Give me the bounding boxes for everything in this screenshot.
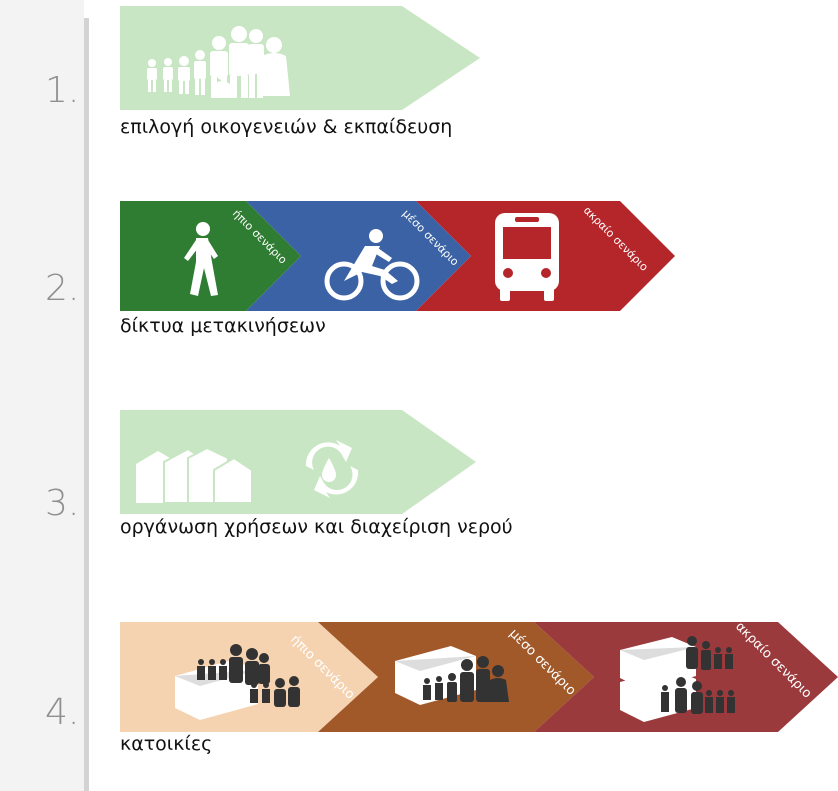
step-3-chevron bbox=[120, 410, 476, 514]
step-number-4: 4. bbox=[45, 692, 80, 733]
pedestrian-icon bbox=[184, 222, 218, 296]
step-4-caption: κατοικίες bbox=[120, 733, 212, 755]
step-1-chevron bbox=[120, 6, 480, 110]
step-4-chevrons: ήπιο σενάριο μέσο σενάριο ακραίο σενάριο bbox=[120, 619, 838, 732]
step-2-chevrons: ήπιο σενάριο μέσο σενάριο ακραίο σενάριο bbox=[120, 201, 675, 311]
house-family-icon bbox=[395, 646, 509, 705]
step-1-caption: επιλογή οικογενειών & εκπαίδευση bbox=[120, 116, 452, 138]
sidebar bbox=[0, 0, 84, 791]
step-2-caption: δίκτυα μετακινήσεων bbox=[120, 315, 326, 337]
water-cycle-icon bbox=[305, 440, 359, 498]
sidebar-divider bbox=[84, 18, 89, 791]
house-family-icon bbox=[175, 644, 300, 720]
bus-icon bbox=[495, 213, 559, 301]
cyclist-icon bbox=[324, 229, 420, 301]
step-3-caption: οργάνωση χρήσεων και διαχείριση νερού bbox=[120, 516, 513, 538]
house-family-icon bbox=[620, 636, 735, 722]
family-icon bbox=[147, 26, 290, 98]
buildings-icon bbox=[136, 446, 253, 504]
step-number-3: 3. bbox=[45, 483, 80, 524]
step-number-2: 2. bbox=[45, 268, 80, 309]
step-number-1: 1. bbox=[45, 70, 80, 111]
